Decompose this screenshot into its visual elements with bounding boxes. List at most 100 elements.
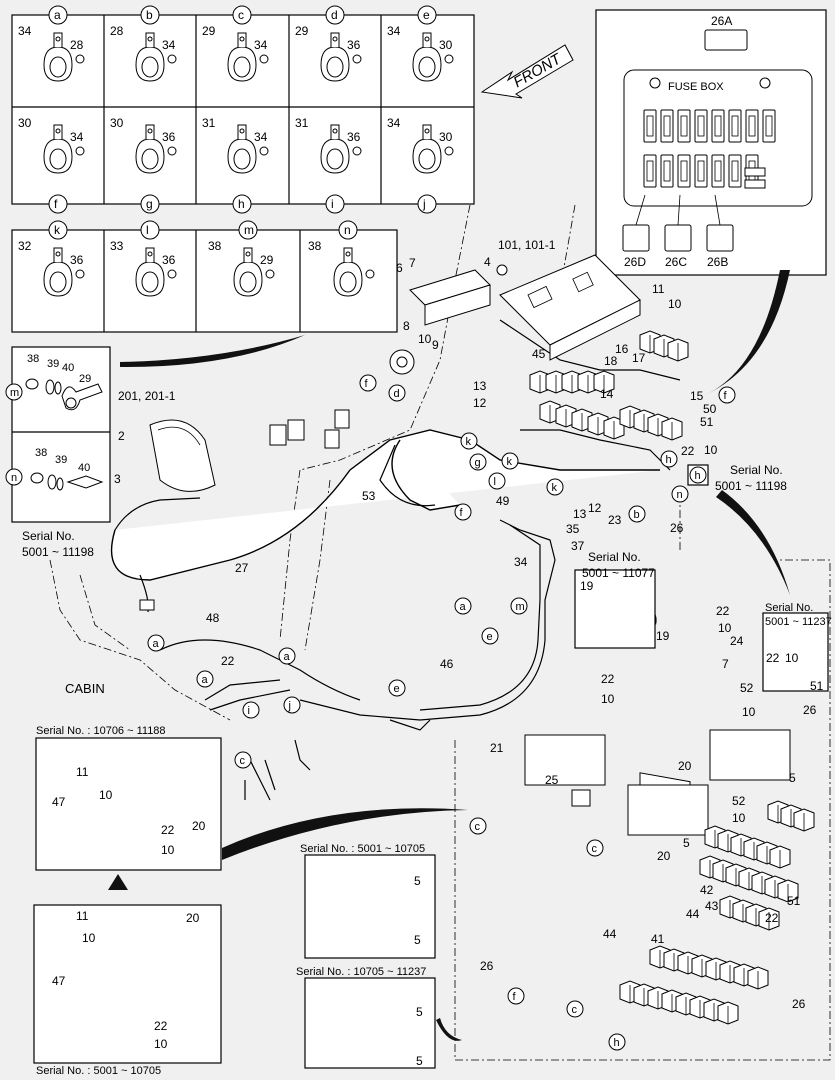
callout-c201: 201, 201-1 [118, 389, 176, 403]
detail-n-39: 39 [55, 454, 67, 466]
letter-tag-e: e [487, 631, 493, 643]
callout-c10j: 10 [161, 843, 175, 857]
clamp-tag-circle [140, 220, 160, 240]
clamp-tag-circle [232, 194, 252, 214]
letter-tag-h: h [695, 470, 701, 482]
fuse-slot [694, 154, 708, 188]
fuse-slot [728, 109, 742, 143]
clamp-part-a: 34 [387, 24, 401, 38]
serial-panels [33, 569, 829, 1069]
clamp-tag-circle [325, 194, 345, 214]
callout-c16: 16 [615, 342, 629, 356]
callout-c44a: 44 [686, 907, 700, 921]
letter-tag-k: k [507, 456, 513, 468]
callout-c34: 34 [514, 555, 528, 569]
serial-a-line1: Serial No. [730, 463, 783, 477]
callout-c19b: 19 [656, 629, 670, 643]
clamp-tag-f: f [54, 197, 58, 211]
callout-c26a: 26 [670, 521, 684, 535]
clamp-part-b: 28 [70, 38, 84, 52]
clamp-tag-circle [238, 220, 258, 240]
fuse-array [643, 109, 776, 189]
letter-tag-k: k [466, 436, 472, 448]
clamp-part-a: 31 [202, 116, 216, 130]
serial-b-line2: 5001 ~ 11077 [582, 566, 655, 580]
callout-c51b: 51 [810, 679, 824, 693]
callout-c51c: 51 [787, 894, 801, 908]
callout-c17: 17 [632, 351, 646, 365]
serial-b-line1: Serial No. [588, 550, 641, 564]
callout-c24: 24 [730, 634, 744, 648]
callout-c35: 35 [566, 522, 580, 536]
callout-c21: 21 [490, 741, 504, 755]
callout-c101: 101, 101-1 [498, 238, 556, 252]
cabin-boundaries [49, 204, 831, 1061]
left-detail-box: m n 38 39 40 29 38 39 40 Serial No. 5001… [5, 346, 111, 559]
callout-c7: 7 [409, 256, 416, 270]
clamp-part-a: 34 [387, 116, 401, 130]
clamp-tag-circle [48, 220, 68, 240]
callout-c10e: 10 [718, 621, 732, 635]
callout-c20a: 20 [678, 759, 692, 773]
serial-relay1: Serial No. : 5001 ~ 10705 [300, 843, 425, 855]
callout-c49: 49 [496, 494, 510, 508]
fuse-slot [660, 109, 674, 143]
clamp-part-b: 34 [70, 130, 84, 144]
clamp-part-a: 30 [110, 116, 124, 130]
callout-c10g: 10 [732, 811, 746, 825]
detail-m-39: 39 [47, 358, 59, 370]
detail-tag-m: m [10, 387, 19, 399]
fuse-slot [643, 109, 657, 143]
clamp-tag-b: b [146, 8, 153, 22]
callout-c23: 23 [608, 513, 622, 527]
callout-c10d: 10 [601, 692, 615, 706]
clamp-tag-circle [48, 5, 68, 25]
letter-tag-e: e [394, 683, 400, 695]
callout-c48: 48 [206, 611, 220, 625]
letter-tag-c: c [572, 1004, 578, 1016]
callout-c22b: 22 [221, 654, 235, 668]
callout-c25: 25 [545, 773, 559, 787]
callout-c46: 46 [440, 657, 454, 671]
callout-c13b: 13 [573, 507, 587, 521]
detail-n-38: 38 [35, 447, 47, 459]
fuse-slot [711, 109, 725, 143]
bolt-icon [167, 146, 177, 156]
detail-m-38: 38 [27, 353, 39, 365]
serial-c-line1: Serial No. [765, 602, 813, 614]
callout-c5a: 5 [789, 771, 796, 785]
callout-c37: 37 [571, 539, 585, 553]
callout-c43: 43 [705, 899, 719, 913]
clamp-tag-circle [232, 5, 252, 25]
callout-c13a: 13 [473, 379, 487, 393]
callout-c12b: 12 [588, 501, 602, 515]
callout-c20d: 20 [186, 911, 200, 925]
clamp-tag-circle [417, 194, 437, 214]
clamp-tag-circle [325, 5, 345, 25]
callout-c22h: 22 [154, 1019, 168, 1033]
callout-c51a: 51 [700, 415, 714, 429]
callout-c2: 2 [118, 429, 125, 443]
callout-c18: 18 [604, 354, 618, 368]
callout-c11: 11 [652, 282, 665, 296]
callout-c15: 15 [690, 389, 704, 403]
fuse-slot [711, 154, 725, 188]
callout-c22d: 22 [716, 604, 730, 618]
letter-tag-c: c [475, 821, 481, 833]
callout-c10b: 10 [668, 297, 682, 311]
letter-tag-m: m [516, 601, 525, 613]
fuse-ref-26d: 26D [624, 255, 646, 269]
serial-a-line2: 5001 ~ 11198 [715, 479, 787, 493]
clamp-tag-h: h [238, 197, 245, 211]
callout-c42: 42 [700, 883, 714, 897]
letter-tag-j: j [288, 700, 291, 712]
fuse-slot [728, 154, 742, 188]
callout-c10a: 10 [418, 332, 432, 346]
fuse-slot [643, 154, 657, 188]
clamp-part-a: 38 [208, 239, 222, 253]
callout-c53: 53 [362, 489, 376, 503]
clamp-tag-g: g [146, 197, 153, 211]
